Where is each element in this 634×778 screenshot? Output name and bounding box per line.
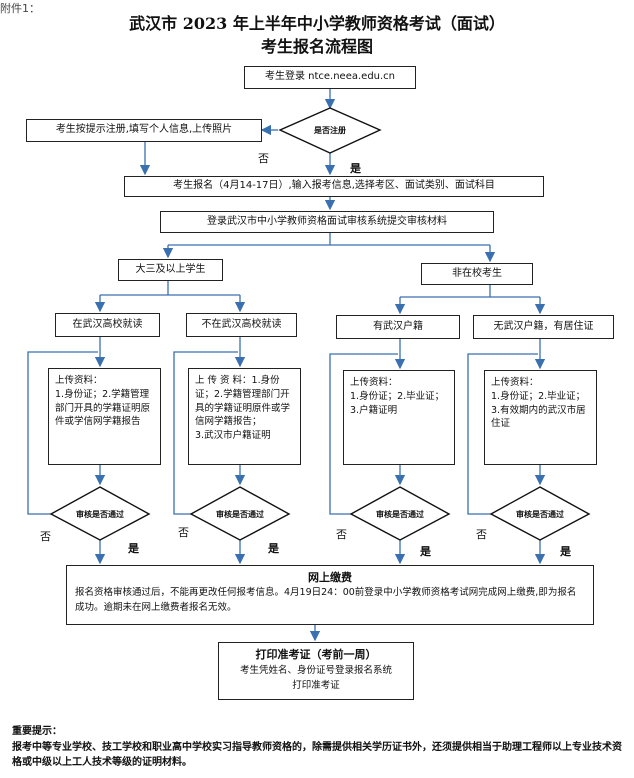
yes-label-register: 是	[350, 162, 361, 175]
not-in-wuhan-university-box: 不在武汉高校就读	[186, 313, 297, 337]
yes-label-4: 是	[560, 545, 571, 558]
upload-materials-box-1: 上传资料： 1.身份证；2.学籍管理部门开具的学籍证明原件或学信网学籍报告	[48, 368, 161, 465]
no-label-2: 否	[178, 526, 189, 539]
in-wuhan-university-box: 在武汉高校就读	[55, 313, 160, 337]
document-subtitle: 考生报名流程图	[260, 37, 373, 56]
no-label-1: 否	[40, 530, 51, 543]
payment-description: 报名资格审核通过后，不能再更改任何报考信息。4月19日24：00前登录中小学教师…	[75, 586, 577, 613]
payment-title: 网上缴费	[308, 571, 352, 584]
review-question-3: 审核是否通过	[376, 510, 424, 519]
no-label-register: 否	[258, 152, 269, 165]
upload-materials-box-4: 上传资料： 1.身份证；2.毕业证；3.有效期内的武汉市居住证	[484, 370, 597, 465]
upload-materials-box-3: 上传资料： 1.身份证；2.毕业证；3.户籍证明	[343, 370, 455, 465]
review-question-1: 审核是否通过	[76, 510, 124, 519]
review-decision-shape-4	[489, 486, 591, 541]
student-box: 大三及以上学生	[118, 259, 223, 281]
yes-label-3: 是	[420, 545, 431, 558]
login-box: 考生登录 ntce.neea.edu.cn	[244, 66, 416, 89]
review-decision-shape-3	[349, 486, 451, 541]
register-box: 考生按提示注册,填写个人信息,上传照片	[26, 119, 262, 142]
print-description: 考生凭姓名、身份证号登录报名系统打印准考证	[239, 664, 392, 692]
no-label-3: 否	[336, 528, 347, 541]
has-wuhan-hukou-box: 有武汉户籍	[336, 315, 460, 339]
registered-question: 是否注册	[314, 126, 346, 135]
no-label-4: 否	[476, 528, 487, 541]
print-title: 打印准考证（考前一周）	[255, 648, 377, 661]
registered-decision-shape	[278, 107, 382, 154]
review-decision-shape-1	[49, 486, 151, 541]
yes-label-2: 是	[268, 542, 279, 555]
important-tips-body: 报考中等专业学校、技工学校和职业高中学校实习指导教师资格的，除需提供相关学历证书…	[12, 742, 622, 768]
submit-materials-box: 登录武汉市中小学教师资格面试审核系统提交审核材料	[160, 211, 494, 233]
nonstudent-box: 非在校考生	[421, 263, 533, 285]
review-question-2: 审核是否通过	[216, 510, 264, 519]
review-decision-shape-2	[189, 486, 291, 541]
document-title: 武汉市 2023 年上半年中小学教师资格考试（面试）	[129, 14, 505, 33]
upload-materials-box-2: 上 传 资 料：1.身份证；2.学籍管理部门开具的学籍证明原件或学信网学籍报告；…	[188, 368, 301, 465]
print-admission-ticket-box: 打印准考证（考前一周） 考生凭姓名、身份证号登录报名系统打印准考证	[218, 642, 414, 700]
yes-label-1: 是	[128, 542, 139, 555]
online-payment-box: 网上缴费 报名资格审核通过后，不能再更改任何报考信息。4月19日24：00前登录…	[66, 565, 594, 625]
review-question-4: 审核是否通过	[516, 510, 564, 519]
important-tips-title: 重要提示：	[12, 726, 62, 737]
enroll-box: 考生报名（4月14-17日）,输入报考信息,选择考区、面试类别、面试科目	[124, 176, 544, 197]
residence-permit-box: 无武汉户籍，有居住证	[473, 315, 614, 339]
attachment-label: 附件1：	[0, 2, 40, 15]
